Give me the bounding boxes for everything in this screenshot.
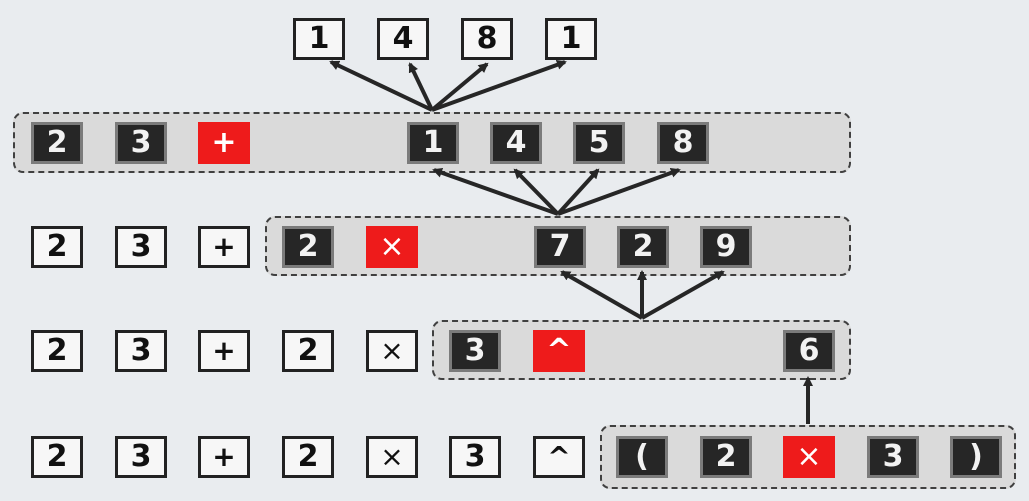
out-token-1: 1: [293, 18, 345, 60]
row4-token-1: 2: [31, 436, 83, 478]
row2-token-4: 2: [282, 226, 334, 268]
row2-token-2: 3: [115, 226, 167, 268]
row4-operator: ×: [783, 436, 835, 478]
row1-token-4: 1: [407, 122, 459, 164]
row4-token-7: ^: [533, 436, 585, 478]
row4-token-2: 3: [115, 436, 167, 478]
row4-token-3: +: [198, 436, 250, 478]
row2-operator: ×: [366, 226, 418, 268]
row3-token-5: ×: [366, 330, 418, 372]
arrow-1-to-out-4: [408, 62, 434, 111]
row1-token-7: 8: [657, 122, 709, 164]
row2-token-3: +: [198, 226, 250, 268]
arrow-2-to-1: [432, 167, 559, 216]
arrow-1-to-out-1: [329, 60, 433, 112]
row2-token-8: 9: [700, 226, 752, 268]
arrow-2-to-5: [556, 168, 600, 216]
row4-token-8: (: [616, 436, 668, 478]
row1-token-2: 3: [115, 122, 167, 164]
row3-token-3: +: [198, 330, 250, 372]
row3-token-4: 2: [282, 330, 334, 372]
row1-token-1: 2: [31, 122, 83, 164]
row1-operator: +: [198, 122, 250, 164]
row3-token-1: 2: [31, 330, 83, 372]
row3-token-6: 3: [449, 330, 501, 372]
row2-token-7: 2: [617, 226, 669, 268]
row1-token-6: 5: [573, 122, 625, 164]
group-row-3: [432, 320, 851, 380]
row2-token-1: 2: [31, 226, 83, 268]
arrow-1-to-out-last: [431, 60, 567, 112]
row4-token-4: 2: [282, 436, 334, 478]
arrow-3-to-7: [560, 270, 643, 320]
row3-token-2: 3: [115, 330, 167, 372]
arrow-2-to-8: [557, 168, 681, 216]
row4-token-6: 3: [449, 436, 501, 478]
out-token-3: 8: [461, 18, 513, 60]
row3-operator: ^: [533, 330, 585, 372]
row4-token-9: 2: [700, 436, 752, 478]
arrow-1-to-out-8: [430, 62, 489, 112]
row2-token-6: 7: [534, 226, 586, 268]
row4-token-11: 3: [867, 436, 919, 478]
out-token-4: 1: [545, 18, 597, 60]
row3-token-8: 6: [783, 330, 835, 372]
row4-token-5: ×: [366, 436, 418, 478]
arrow-3-to-9: [641, 270, 725, 320]
row1-token-5: 4: [490, 122, 542, 164]
row4-token-12: ): [950, 436, 1002, 478]
out-token-2: 4: [377, 18, 429, 60]
arrow-2-to-4: [513, 168, 560, 216]
